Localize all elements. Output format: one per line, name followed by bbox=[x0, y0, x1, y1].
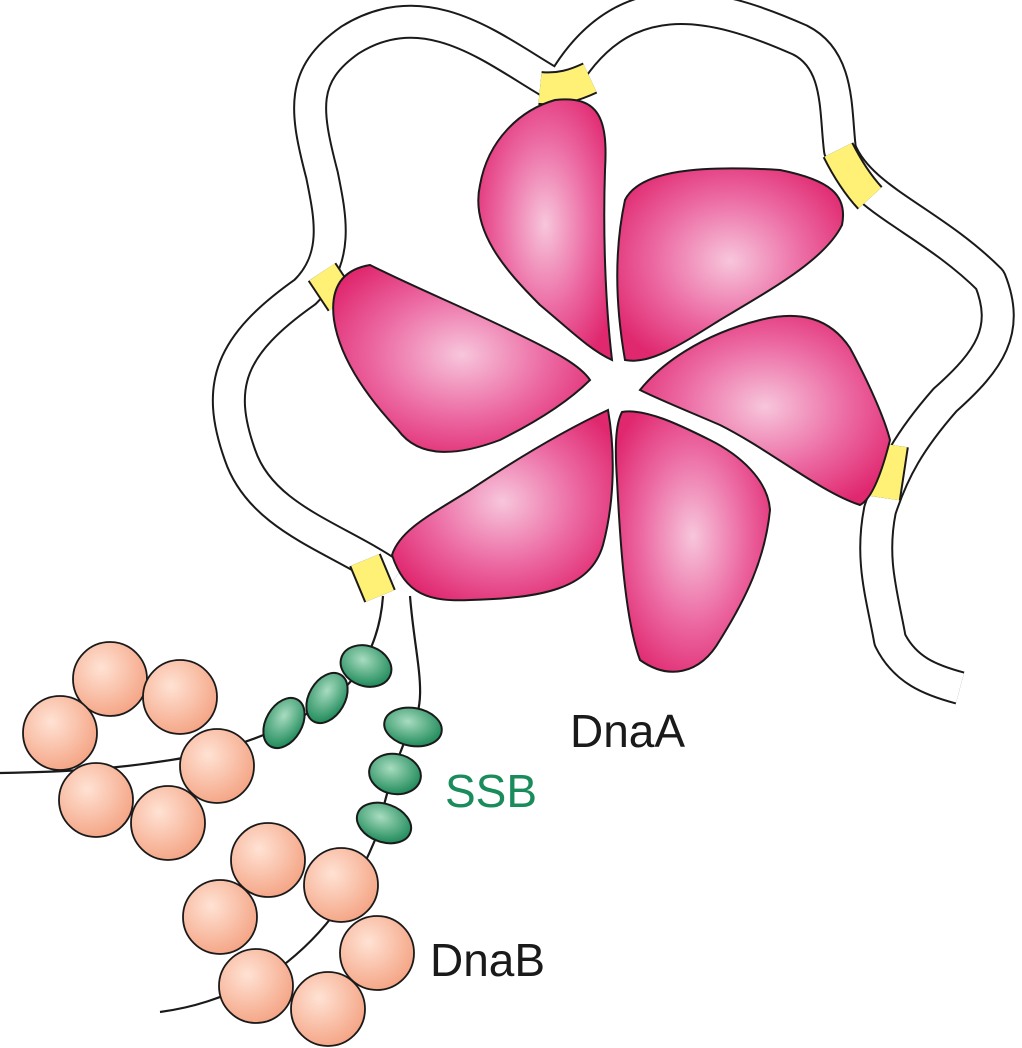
dnab-sphere bbox=[142, 659, 218, 735]
ssb-label: SSB bbox=[445, 765, 538, 817]
dnab-sphere bbox=[58, 762, 134, 838]
dnab-sphere bbox=[182, 879, 258, 955]
dnaa-box bbox=[869, 442, 907, 501]
dnaa-subunit bbox=[332, 263, 592, 453]
dnaa-subunit bbox=[477, 98, 614, 362]
ssb-oval bbox=[355, 801, 413, 845]
ssb-oval bbox=[383, 706, 443, 748]
dnaa-boxes bbox=[307, 62, 909, 603]
dnab-helicases bbox=[22, 641, 415, 1047]
dnab-sphere bbox=[130, 785, 206, 861]
dnab-sphere bbox=[22, 695, 98, 771]
dnaa-box bbox=[538, 64, 597, 104]
ssb-oval bbox=[368, 752, 422, 796]
ssb-oval bbox=[305, 671, 349, 725]
dnab-sphere bbox=[303, 847, 379, 923]
ssb-proteins bbox=[262, 644, 443, 845]
dnab-label: DnaB bbox=[430, 934, 546, 986]
ssb-oval bbox=[262, 696, 306, 750]
dnaa-hexamer bbox=[332, 98, 892, 673]
dnaa-label: DnaA bbox=[570, 705, 686, 757]
dnaa-box bbox=[824, 143, 882, 209]
dnaa-subunit bbox=[638, 314, 892, 507]
dnaa-subunit bbox=[616, 167, 845, 362]
dnaa-subunit bbox=[390, 408, 614, 602]
ssb-oval bbox=[339, 644, 393, 688]
dnab-sphere bbox=[218, 948, 294, 1024]
dnaa-subunit bbox=[614, 410, 772, 673]
dnaa-box bbox=[351, 554, 394, 602]
dnab-sphere bbox=[230, 822, 306, 898]
dnab-sphere bbox=[290, 971, 366, 1047]
dnab-sphere bbox=[179, 728, 255, 804]
dnab-sphere bbox=[339, 915, 415, 991]
